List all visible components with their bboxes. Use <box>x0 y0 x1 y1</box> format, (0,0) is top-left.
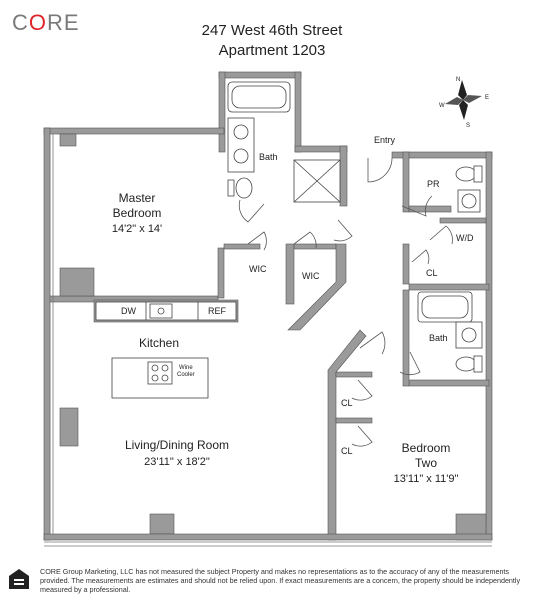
pr-fixtures <box>417 165 483 373</box>
unit-title: Apartment 1203 <box>218 42 326 59</box>
compass-icon: N E S W <box>439 77 489 129</box>
wine-label-1: Wine <box>179 365 193 371</box>
living-name: Living/Dining Room <box>125 438 229 452</box>
windows <box>44 134 492 547</box>
ref-label: REF <box>208 306 227 316</box>
compass-e: E <box>485 95 489 101</box>
compass-s: S <box>466 123 470 129</box>
kitchen-fixtures <box>95 301 237 399</box>
bed2-dims: 13'11" x 11'9" <box>394 473 459 485</box>
equal-housing-icon <box>9 569 29 589</box>
cl2-label: CL <box>341 398 353 408</box>
master-dims: 14'2" x 14' <box>112 223 162 235</box>
pr-label: PR <box>427 179 440 189</box>
compass-w: W <box>439 103 445 109</box>
cl3-label: CL <box>341 446 353 456</box>
compass-n: N <box>456 77 460 83</box>
disclaimer-text: CORE Group Marketing, LLC has not measur… <box>40 567 521 594</box>
bath1-label: Bath <box>259 152 278 162</box>
master-name-2: Bedroom <box>113 206 162 220</box>
bed2-name-1: Bedroom <box>402 441 451 455</box>
master-name-1: Master <box>119 191 156 205</box>
door-swings <box>238 157 453 447</box>
living-dims: 23'11" x 18'2" <box>144 456 210 468</box>
wine-label-2: Cooler <box>177 372 195 378</box>
bath1-fixtures <box>227 81 341 203</box>
wic1-label: WIC <box>249 264 267 274</box>
kitchen-label: Kitchen <box>139 336 179 350</box>
cl1-label: CL <box>426 268 438 278</box>
wd-label: W/D <box>456 233 474 243</box>
bed2-name-2: Two <box>415 456 437 470</box>
core-logo: CORE <box>12 10 80 35</box>
bath2-label: Bath <box>429 333 448 343</box>
entry-label: Entry <box>374 135 396 145</box>
address-title: 247 West 46th Street <box>201 22 343 39</box>
dw-label: DW <box>121 306 136 316</box>
wic2-label: WIC <box>302 271 320 281</box>
